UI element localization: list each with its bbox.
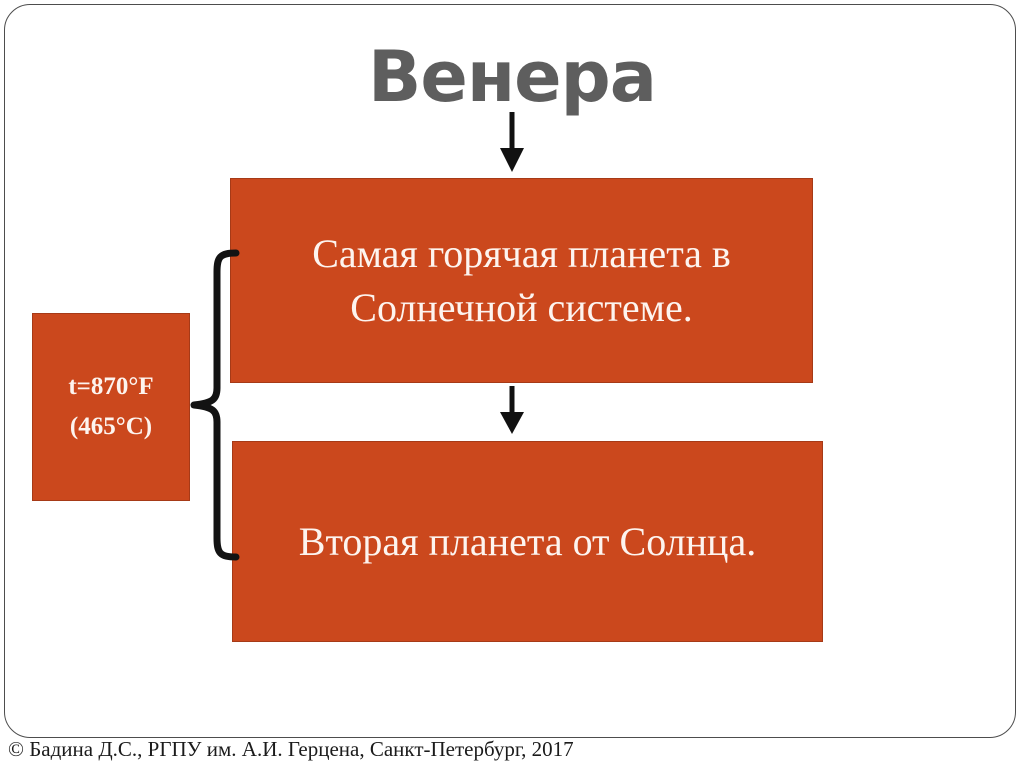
left-curly-brace-icon <box>190 249 240 561</box>
footer-credit: © Бадина Д.С., РГПУ им. А.И. Герцена, Са… <box>8 737 574 761</box>
temperature-celsius: (465°C) <box>69 413 153 440</box>
page-title: Венера <box>367 36 657 118</box>
fact-box-hottest-planet: Самая горячая планета в Солнечной систем… <box>230 178 813 383</box>
down-arrow-icon <box>500 112 524 172</box>
fact-box-second-planet: Вторая планета от Солнца. <box>232 441 823 642</box>
temperature-fahrenheit: t=870°F <box>68 373 154 400</box>
temperature-box: t=870°F (465°C) <box>32 313 190 501</box>
fact-text: Вторая планета от Солнца. <box>298 518 757 564</box>
fact-text: Самая горячая планета в Солнечной систем… <box>312 230 731 330</box>
down-arrow-icon <box>500 386 524 434</box>
